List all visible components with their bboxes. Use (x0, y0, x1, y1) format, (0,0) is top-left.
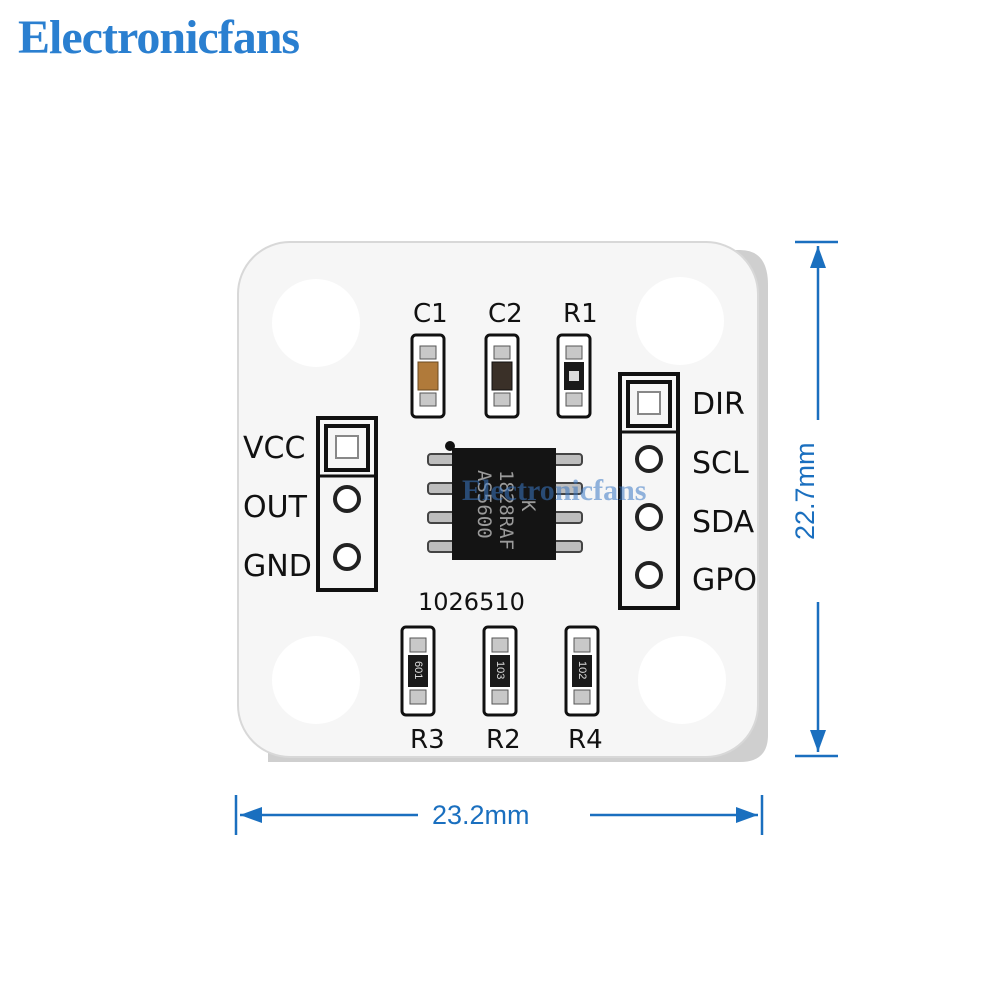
dir-pad-square (626, 380, 672, 428)
right-header-outline (618, 372, 680, 610)
capacitor-c2 (484, 333, 520, 419)
height-dimension-line (795, 240, 838, 758)
height-dimension-label: 22.7mm (790, 442, 820, 540)
resistor-r3: 601 (400, 625, 436, 717)
mount-hole (272, 279, 360, 367)
label-r1: R1 (563, 299, 598, 329)
vcc-pad-square (324, 424, 370, 472)
resistor-r4: 102 (564, 625, 600, 717)
part-number: 1026510 (418, 588, 525, 616)
pin-label-sda: SDA (692, 505, 755, 540)
resistor-code-r4: 102 (576, 661, 588, 679)
pin-label-dir: DIR (692, 387, 745, 422)
label-c2: C2 (488, 299, 523, 329)
chip-marking-line3: K (517, 500, 539, 512)
mount-hole (272, 636, 360, 724)
label-r3: R3 (410, 725, 445, 755)
left-header-outline (316, 416, 378, 592)
pin-label-scl: SCL (692, 446, 749, 481)
label-r4: R4 (568, 725, 603, 755)
chip-marking-line1: AS5600 (473, 470, 495, 539)
pin-label-vcc: VCC (243, 431, 305, 466)
pin-hole (635, 503, 663, 531)
pin-hole (635, 561, 663, 589)
pin-label-gnd: GND (243, 549, 312, 584)
width-dimension-label: 23.2mm (432, 800, 530, 830)
watermark-text: Electronicfans (462, 474, 646, 507)
pin-label-out: OUT (243, 490, 308, 525)
resistor-r1 (556, 333, 592, 419)
pin-hole (335, 435, 359, 459)
capacitor-c1 (410, 333, 446, 419)
label-c1: C1 (413, 299, 448, 329)
chip-marking-line2: 1828RAF (495, 470, 517, 550)
pin-label-gpo: GPO (692, 563, 757, 598)
mount-hole (638, 636, 726, 724)
resistor-code-r3: 601 (412, 661, 424, 679)
pin-hole (333, 543, 361, 571)
mount-hole (636, 277, 724, 365)
pin-hole (637, 391, 661, 415)
pin-hole (635, 445, 663, 473)
ic-chip-as5600: AS5600 1828RAF K (427, 441, 583, 560)
pin-hole (333, 485, 361, 513)
resistor-r2: 103 (482, 625, 518, 717)
width-dimension-line (234, 795, 764, 835)
brand-logo: Electronicfans (18, 11, 300, 64)
resistor-code-r2: 103 (494, 661, 506, 679)
label-r2: R2 (486, 725, 521, 755)
